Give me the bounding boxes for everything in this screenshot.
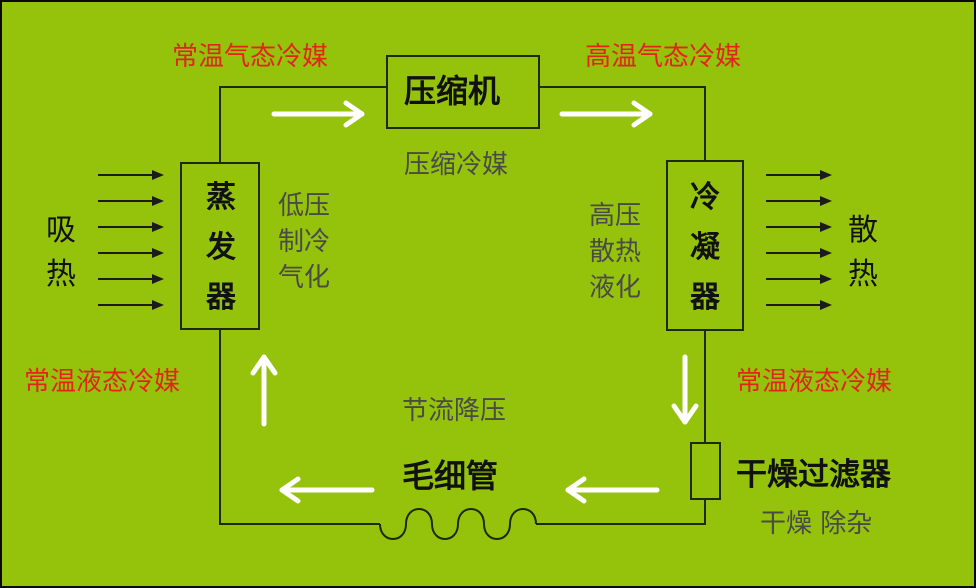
- filter-drier-process-label: 干燥 除杂: [760, 509, 873, 539]
- evaporator-box: [180, 162, 260, 330]
- state-label-after-condenser: 常温液态冷媒: [736, 367, 893, 397]
- flow-arrow-right: [271, 100, 365, 128]
- flow-arrow-up: [250, 354, 278, 427]
- compressor-process-label: 压缩冷媒: [404, 150, 509, 180]
- compressor-label: 压缩机: [404, 72, 501, 110]
- state-label-before-evaporator: 常温液态冷媒: [24, 367, 181, 397]
- pipe-filter-to-capillary: [536, 500, 706, 525]
- capillary-coil: [379, 508, 537, 540]
- evaporator-process-label: 低压制冷气化: [277, 191, 330, 293]
- pipe-capillary-to-evaporator: [219, 330, 380, 525]
- capillary-label: 毛细管: [402, 457, 499, 495]
- flow-arrow-left: [279, 476, 375, 504]
- condenser-label: 冷凝器: [690, 180, 720, 315]
- filter-drier-box: [690, 442, 721, 500]
- condenser-process-label: 高压散热液化: [588, 201, 641, 303]
- flow-arrow-left: [565, 476, 660, 504]
- state-label-after-compressor: 高温气态冷媒: [585, 42, 742, 72]
- heat-absorb-label: 吸热: [46, 213, 76, 292]
- pipe-compressor-to-condenser: [540, 86, 706, 160]
- pipe-evaporator-to-compressor: [219, 86, 386, 162]
- filter-drier-label: 干燥过滤器: [736, 457, 891, 493]
- condenser-box: [666, 160, 744, 331]
- compressor-box: [386, 55, 540, 129]
- evaporator-label: 蒸发器: [206, 180, 236, 315]
- heat-release-label: 散热: [848, 213, 878, 292]
- capillary-process-label: 节流降压: [402, 396, 507, 426]
- flow-arrow-down: [671, 354, 699, 425]
- flow-arrow-right: [559, 100, 653, 128]
- state-label-before-compressor: 常温气态冷媒: [172, 42, 329, 72]
